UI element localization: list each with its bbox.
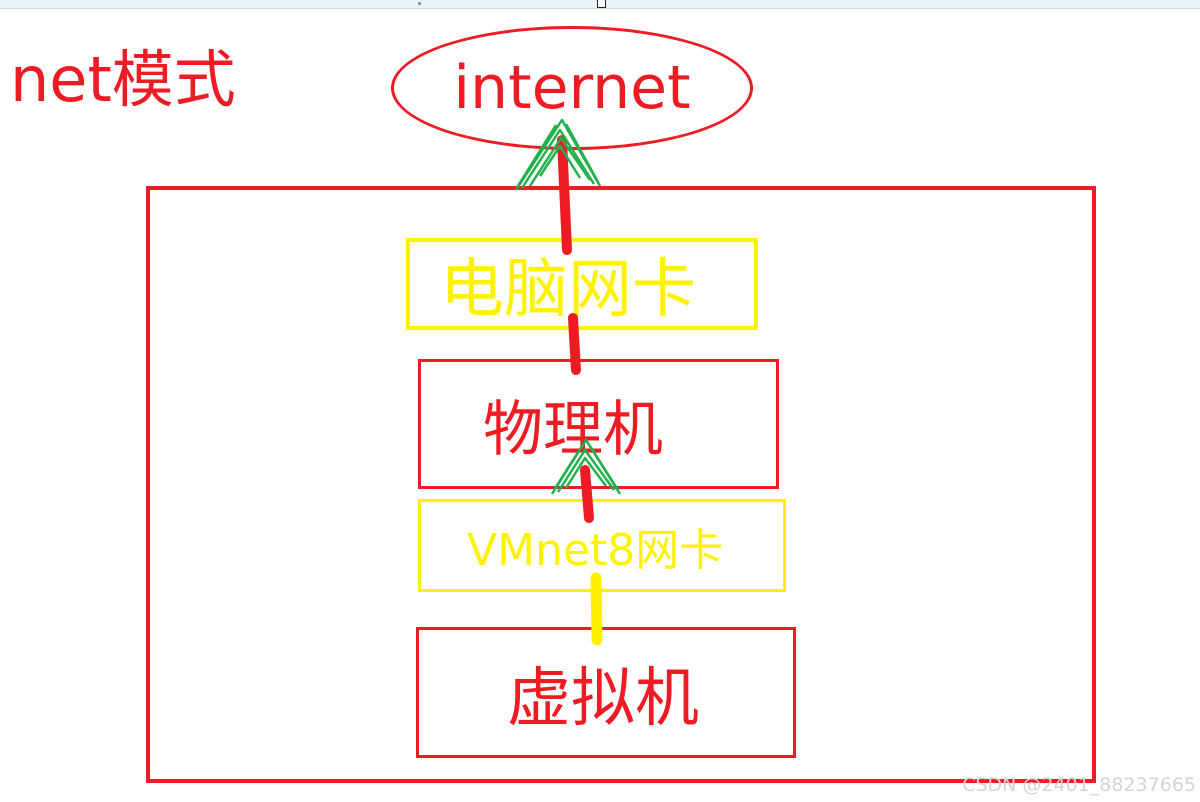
top-strip-dot bbox=[418, 2, 421, 5]
vmnet8-label: VMnet8网卡 bbox=[467, 524, 724, 576]
vmnet8-box: VMnet8网卡 bbox=[418, 499, 786, 592]
page-title: net模式 bbox=[10, 43, 236, 116]
nic-label: 电脑网卡 bbox=[440, 253, 696, 327]
watermark: CSDN @2401_88237665 bbox=[962, 774, 1196, 796]
vm-box: 虚拟机 bbox=[416, 627, 796, 758]
host-boundary-box bbox=[146, 186, 1096, 783]
host-label: 物理机 bbox=[483, 394, 663, 465]
vm-label: 虚拟机 bbox=[507, 661, 699, 736]
nic-box: 电脑网卡 bbox=[406, 238, 758, 330]
host-box: 物理机 bbox=[418, 359, 779, 489]
internet-label: internet bbox=[453, 53, 691, 123]
top-strip-marker bbox=[597, 0, 606, 8]
